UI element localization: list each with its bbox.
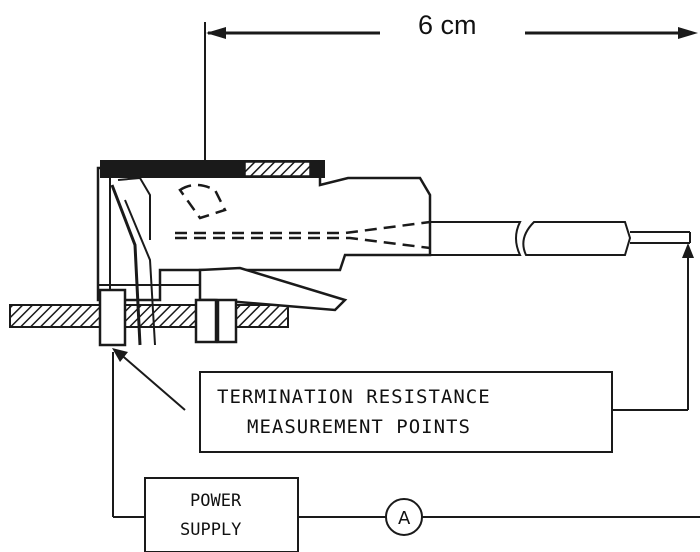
callout-line-1: TERMINATION RESISTANCE xyxy=(217,386,491,408)
power-supply-box xyxy=(144,477,299,552)
power-supply-line-1: POWER xyxy=(190,491,242,511)
callout-box xyxy=(199,371,613,453)
cable xyxy=(430,221,691,256)
measurement-leads xyxy=(112,243,700,518)
connector-housing xyxy=(96,160,432,346)
ammeter-symbol xyxy=(385,498,423,536)
internal-contact xyxy=(175,183,431,250)
dimension-label: 6 cm xyxy=(418,10,477,40)
connector-pins xyxy=(98,288,238,347)
ammeter-label: A xyxy=(398,508,411,529)
callout-line-2: MEASUREMENT POINTS xyxy=(247,416,471,438)
power-supply-line-2: SUPPLY xyxy=(180,520,241,540)
mounting-panel xyxy=(9,304,289,328)
dimension-line xyxy=(204,22,698,165)
